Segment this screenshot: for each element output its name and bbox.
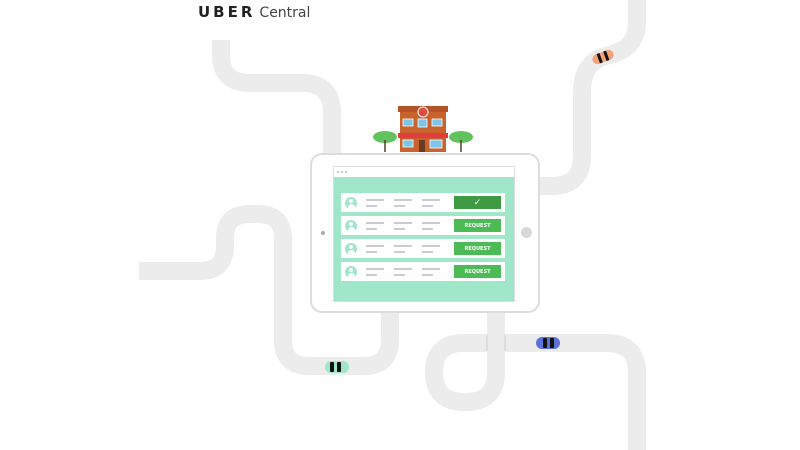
user-avatar-icon [345,196,357,209]
tablet-device: ✓ REQUEST REQUEST REQUEST [310,153,540,313]
user-avatar-icon [345,265,357,278]
list-item: REQUEST [341,239,505,258]
list-item: REQUEST [341,216,505,235]
list-item: REQUEST [341,262,505,281]
request-button[interactable]: REQUEST [454,219,501,232]
tree-icon [449,131,473,152]
storefront-building-icon [398,106,448,152]
road-left [139,205,399,375]
request-button[interactable]: REQUEST [454,265,501,278]
car-icon-orange [592,49,614,65]
requested-check-button[interactable]: ✓ [454,196,501,209]
road-top-right [530,0,646,195]
request-button[interactable]: REQUEST [454,242,501,255]
road-top-left [212,40,341,160]
car-icon-green [325,361,349,373]
text-placeholder [366,198,440,207]
text-placeholder [366,244,440,253]
tablet-screen: ✓ REQUEST REQUEST REQUEST [333,166,515,302]
text-placeholder [366,267,440,276]
window-bar [334,167,514,177]
logo-product: Central [259,5,311,21]
text-placeholder [366,221,440,230]
logo-brand: UBER [198,3,256,21]
camera-dot [321,231,325,235]
user-avatar-icon [345,219,357,232]
user-avatar-icon [345,242,357,255]
tree-icon [373,131,397,152]
request-list: ✓ REQUEST REQUEST REQUEST [341,193,505,285]
list-item: ✓ [341,193,505,212]
road-bottom [424,305,646,450]
home-button [521,227,532,238]
car-icon-blue [536,337,560,349]
